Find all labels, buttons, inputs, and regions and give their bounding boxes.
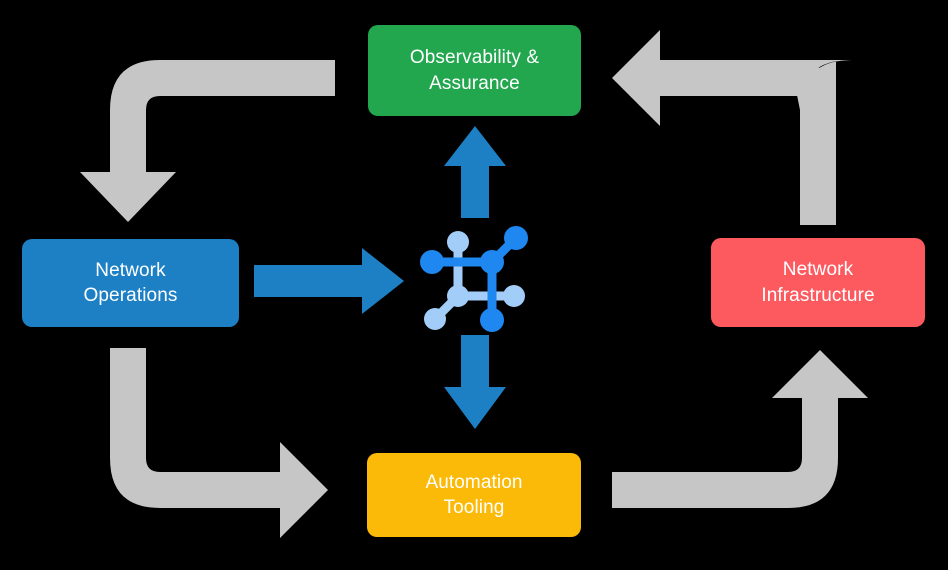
arrow-operations-to-center: [254, 248, 404, 314]
arrow-infrastructure-to-observability-body: [800, 60, 852, 222]
node-network-operations[interactable]: Network Operations: [22, 239, 239, 327]
arrow-center-to-automation: [444, 335, 506, 429]
node-automation-label-line1: Automation: [425, 471, 523, 493]
arrow-infrastructure-to-observability: [790, 60, 850, 222]
arrow-center-to-observability: [444, 126, 506, 218]
node-observability-label-line2: Assurance: [429, 72, 520, 94]
node-network-infrastructure[interactable]: Network Infrastructure: [711, 238, 925, 327]
node-automation-label-line2: Tooling: [443, 497, 505, 518]
node-operations-label-line2: Operations: [83, 285, 178, 306]
arrow-operations-to-automation: [110, 348, 328, 538]
arrow-infrastructure-to-observability-shape: [612, 30, 836, 225]
topology-dark-nodes: [420, 226, 528, 332]
arrow-automation-to-infrastructure: [612, 350, 868, 508]
node-infrastructure-label-line1: Network: [782, 259, 854, 281]
network-topology-icon: [418, 218, 538, 338]
node-observability-label-line1: Observability &: [409, 47, 540, 69]
node-observability-assurance[interactable]: Observability & Assurance: [368, 25, 581, 116]
node-infrastructure-label-line2: Infrastructure: [761, 284, 875, 306]
topology-light-nodes: [424, 231, 525, 330]
node-automation-tooling[interactable]: Automation Tooling: [367, 453, 581, 537]
arrow-observability-to-operations: [80, 60, 335, 222]
node-operations-label-line1: Network: [95, 259, 166, 281]
